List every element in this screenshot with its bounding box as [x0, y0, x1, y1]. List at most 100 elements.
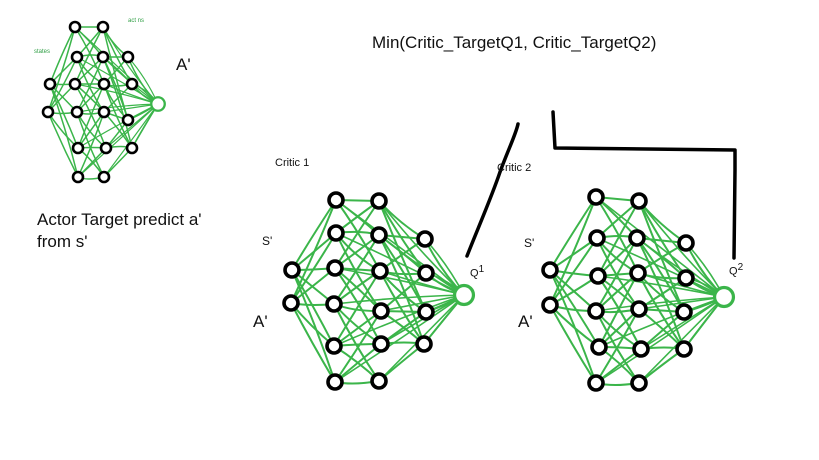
hidden-node — [677, 269, 695, 287]
critic1-network — [282, 191, 476, 391]
input-node — [541, 296, 559, 314]
critic2-q-superscript: 2 — [737, 262, 744, 273]
critic2-output-label: Q2 — [729, 262, 743, 278]
input-node — [283, 261, 301, 279]
network-edge — [76, 111, 105, 178]
network-edge — [596, 237, 725, 298]
network-edge — [598, 296, 725, 348]
critic1-label: Critic 1 — [275, 157, 310, 169]
hidden-node — [70, 105, 84, 119]
network-edge — [102, 56, 133, 149]
hidden-node — [96, 50, 110, 64]
hidden-node — [587, 302, 605, 320]
hidden-node — [325, 337, 343, 355]
network-edge — [74, 26, 159, 105]
hidden-node — [677, 234, 695, 252]
network-edge — [636, 237, 725, 298]
page-title: Min(Critic_TargetQ1, Critic_TargetQ2) — [372, 33, 657, 52]
actor-caption-line2: from s' — [37, 232, 88, 251]
network-edge — [378, 200, 465, 296]
network-edge — [378, 234, 465, 296]
hidden-node — [371, 262, 389, 280]
critic2-state-label: S' — [524, 236, 535, 250]
hidden-node — [121, 50, 135, 64]
hidden-node — [632, 340, 650, 358]
input-node — [43, 77, 57, 91]
critic2-label: Critic 2 — [497, 162, 532, 174]
network-edge — [549, 304, 597, 384]
network-edge — [595, 296, 725, 312]
network-edge — [47, 111, 79, 178]
q1-bracket-line — [465, 122, 520, 258]
q2-bracket-line — [551, 110, 737, 260]
hidden-node — [588, 229, 606, 247]
hidden-node — [68, 77, 82, 91]
hidden-node — [70, 50, 84, 64]
network-edge — [76, 56, 159, 105]
hidden-node — [675, 303, 693, 321]
hidden-node — [327, 191, 345, 209]
hidden-node — [370, 226, 388, 244]
critic1-output-label: Q1 — [470, 264, 484, 280]
hidden-node — [587, 188, 605, 206]
network-edge — [638, 296, 725, 384]
critic1-q-superscript: 1 — [478, 264, 485, 275]
network-edge — [290, 302, 336, 383]
hidden-node — [630, 374, 648, 392]
input-node — [541, 261, 559, 279]
network-edge — [291, 269, 336, 383]
hidden-node — [415, 335, 433, 353]
hidden-node — [675, 340, 693, 358]
hidden-node — [71, 141, 85, 155]
network-edge — [333, 294, 465, 347]
hidden-node — [99, 141, 113, 155]
network-edge — [335, 232, 465, 296]
network-edge — [290, 199, 337, 304]
critic1-state-label: S' — [262, 234, 273, 248]
hidden-node — [590, 338, 608, 356]
output-node — [150, 96, 166, 112]
hidden-node — [121, 113, 135, 127]
network-edge — [77, 103, 159, 149]
hidden-node — [372, 335, 390, 353]
network-edge — [335, 232, 382, 312]
actor-output-label: A' — [176, 55, 191, 74]
network-edge — [333, 303, 380, 382]
network-edge — [378, 234, 425, 345]
hidden-node — [629, 264, 647, 282]
network-edge — [334, 294, 465, 383]
actor-network — [41, 20, 166, 184]
hidden-node — [589, 267, 607, 285]
hidden-node — [628, 229, 646, 247]
hidden-node — [96, 20, 110, 34]
network-edge — [549, 269, 600, 348]
actor-caption-line1: Actor Target predict a' — [37, 210, 202, 229]
network-edge — [549, 196, 597, 271]
hidden-node — [416, 230, 434, 248]
network-edge — [549, 269, 597, 384]
output-node — [452, 283, 476, 307]
hidden-node — [630, 300, 648, 318]
hidden-node — [97, 170, 111, 184]
network-edge — [636, 237, 685, 350]
hidden-node — [417, 303, 435, 321]
hidden-node — [587, 374, 605, 392]
network-edge — [47, 26, 76, 113]
hidden-node — [370, 192, 388, 210]
network-edge — [595, 196, 725, 298]
network-edge — [549, 196, 597, 306]
hidden-node — [630, 192, 648, 210]
critic2-q-letter: Q — [729, 265, 738, 278]
critic1-action-label: A' — [253, 312, 268, 331]
critic1-q-letter: Q — [470, 267, 479, 280]
hidden-node — [71, 170, 85, 184]
hidden-node — [125, 77, 139, 91]
actor-tiny-output-label: act ns — [128, 18, 145, 24]
hidden-node — [97, 77, 111, 91]
hidden-node — [68, 20, 82, 34]
hidden-node — [325, 295, 343, 313]
hidden-node — [327, 224, 345, 242]
network-edge — [49, 83, 79, 178]
hidden-node — [326, 259, 344, 277]
